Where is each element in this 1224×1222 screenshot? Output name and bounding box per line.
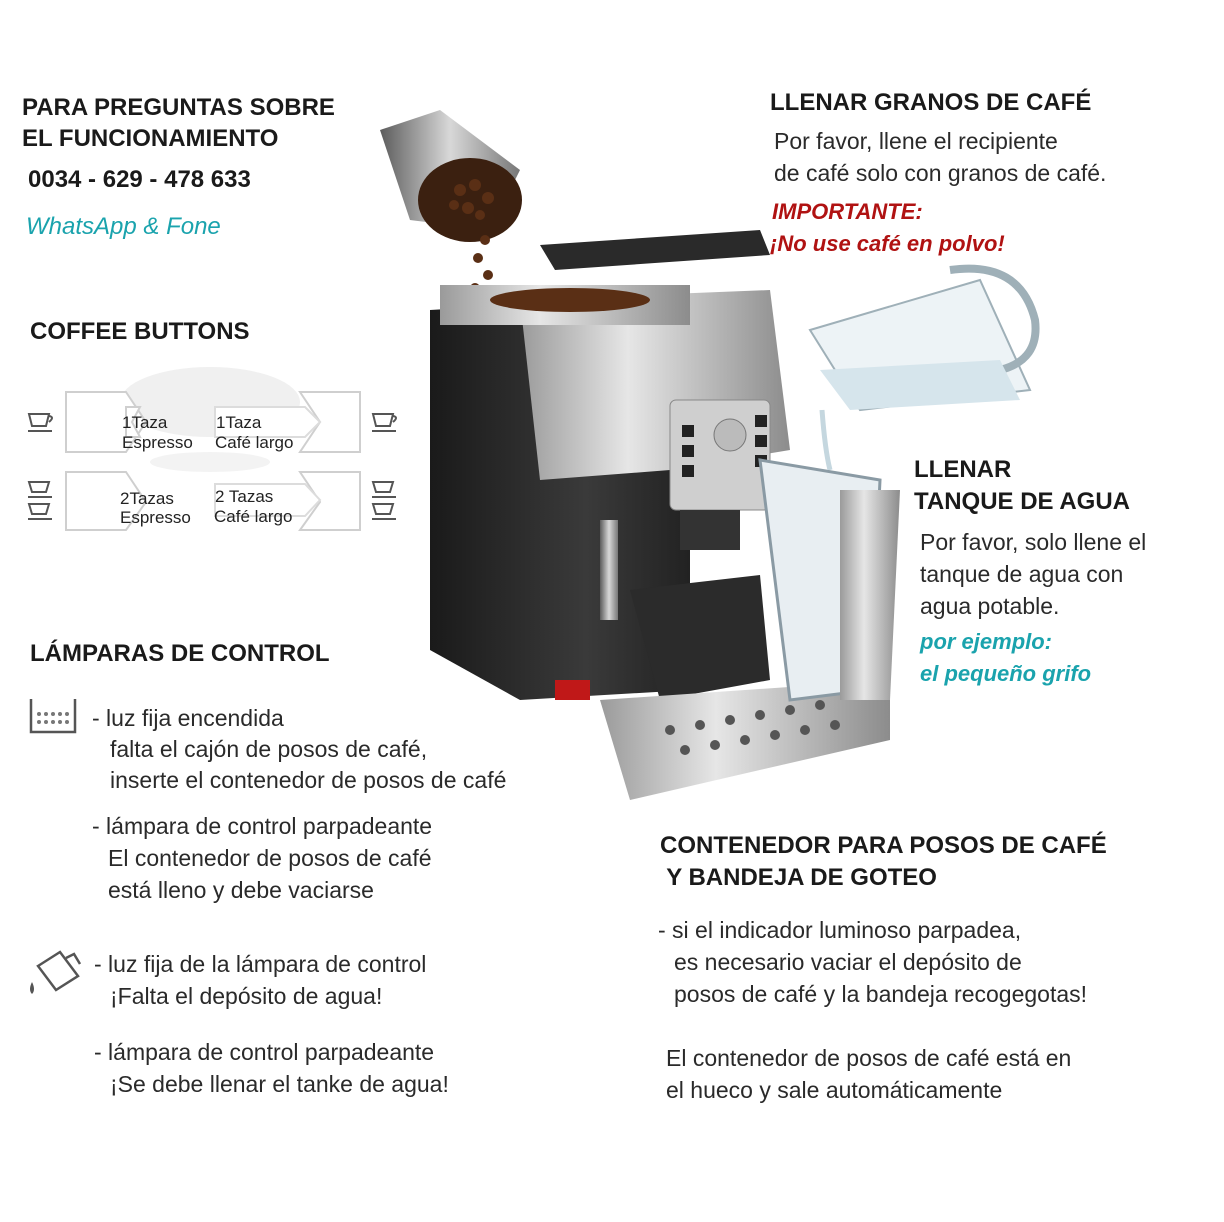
contact-phone[interactable]: 0034 - 629 - 478 633: [28, 166, 251, 193]
two-espresso-line1: 2Tazas: [120, 489, 174, 508]
beans-warning: ¡No use café en polvo!: [770, 231, 1005, 256]
coffee-buttons-diagram: [65, 367, 361, 531]
water-jug-illustration: [808, 264, 1040, 470]
grounds-steady-line2: falta el cajón de posos de café,: [110, 736, 428, 762]
water-steady-line2: ¡Falta el depósito de agua!: [110, 983, 383, 1009]
grounds-line5: el hueco y sale automáticamente: [666, 1077, 1003, 1103]
one-espresso-line2: Espresso: [122, 433, 193, 452]
water-heading-line1: LLENAR: [914, 456, 1012, 483]
grounds-steady-line3: inserte el contenedor de posos de café: [110, 767, 507, 793]
water-line3: agua potable.: [920, 593, 1060, 619]
grounds-blink-line3: está lleno y debe vaciarse: [108, 877, 374, 903]
water-blink-line2: ¡Se debe llenar el tanke de agua!: [110, 1071, 449, 1097]
grounds-line4: El contenedor de posos de café está en: [666, 1045, 1072, 1071]
water-line2: tanque de agua con: [920, 561, 1124, 587]
bean-canister-illustration: [380, 110, 522, 307]
contact-heading-line1: PARA PREGUNTAS SOBRE: [22, 94, 335, 121]
water-heading-line2: TANQUE DE AGUA: [914, 488, 1130, 515]
coffee-buttons-heading: COFFEE BUTTONS: [30, 318, 250, 345]
water-example-line1: por ejemplo:: [920, 629, 1053, 654]
grounds-line3: posos de café y la bandeja recogegotas!: [674, 981, 1088, 1007]
grounds-blink-line1: - lámpara de control parpadeante: [92, 813, 433, 839]
two-long-line2: Café largo: [214, 507, 293, 526]
grounds-heading-line2: Y BANDEJA DE GOTEO: [660, 864, 937, 891]
two-long-line1: 2 Tazas: [215, 487, 274, 506]
grounds-line2: es necesario vaciar el depósito de: [674, 949, 1022, 975]
water-blink-line1: - lámpara de control parpadeante: [94, 1039, 435, 1065]
coffee-machine-illustration: [380, 110, 900, 800]
cup-icon: [27, 413, 53, 432]
beans-line1: Por favor, llene el recipiente: [774, 128, 1058, 154]
grounds-heading-line1: CONTENEDOR PARA POSOS DE CAFÉ: [660, 832, 1107, 859]
contact-channel: WhatsApp & Fone: [26, 213, 221, 240]
water-steady-line1: - luz fija de la lámpara de control: [94, 951, 427, 977]
grounds-blink-line2: El contenedor de posos de café: [108, 845, 432, 871]
cup-icon: [27, 481, 52, 520]
water-pitcher-icon: [30, 950, 82, 994]
water-example-line2: el pequeño grifo: [920, 661, 1092, 686]
grounds-container-icon: [29, 699, 77, 734]
one-long-line2: Café largo: [215, 433, 294, 452]
two-espresso-line2: Espresso: [120, 508, 191, 527]
cup-icon: [371, 481, 396, 520]
contact-heading-line2: EL FUNCIONAMIENTO: [22, 125, 279, 152]
grounds-steady-line1: - luz fija encendida: [92, 705, 284, 731]
lamps-heading: LÁMPARAS DE CONTROL: [30, 640, 330, 667]
beans-important: IMPORTANTE:: [772, 199, 923, 224]
beans-line2: de café solo con granos de café.: [774, 160, 1107, 186]
water-line1: Por favor, solo llene el: [920, 529, 1147, 555]
beans-heading: LLENAR GRANOS DE CAFÉ: [770, 89, 1092, 116]
grounds-line1: - si el indicador luminoso parpadea,: [658, 917, 1022, 943]
cup-icon: [371, 413, 397, 432]
one-espresso-line1: 1Taza: [122, 413, 168, 432]
one-long-line1: 1Taza: [216, 413, 262, 432]
